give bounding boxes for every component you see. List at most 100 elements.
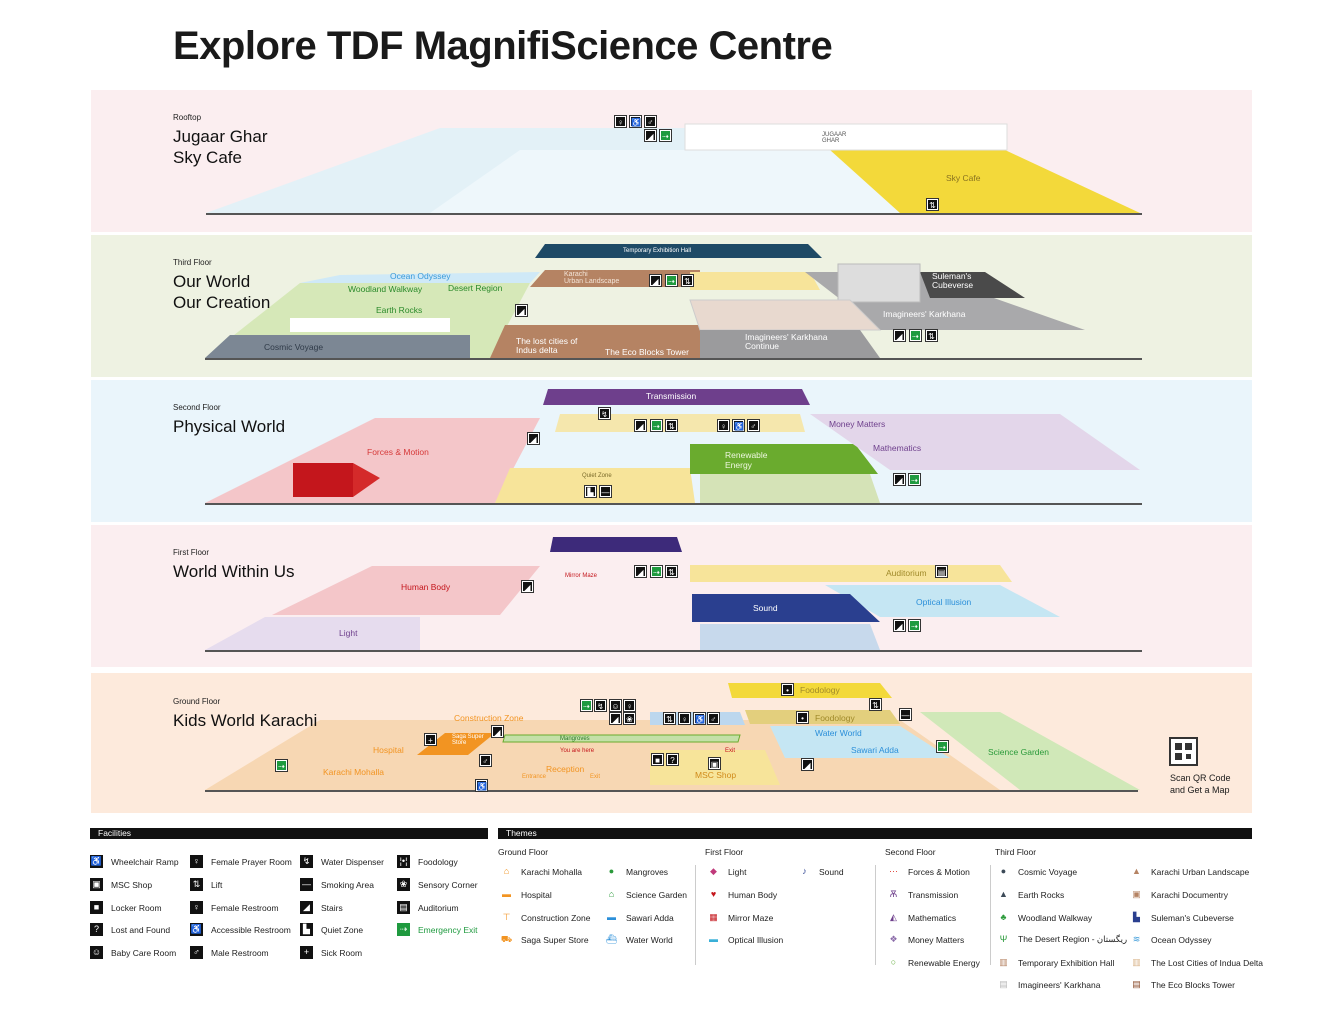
lost-found-icon: ?	[90, 923, 103, 936]
optical-illusion-area	[825, 585, 1060, 617]
female-restroom-icon: ♀	[190, 901, 203, 914]
legend-label: Lift	[211, 879, 223, 890]
money-matters-label: Money Matters	[829, 419, 886, 429]
floor-name: Physical World	[173, 417, 286, 436]
stairs-icon: ◢	[609, 712, 622, 725]
legend-item: ■Locker Room	[90, 901, 162, 914]
male-restroom-icon: ♂	[479, 754, 492, 767]
legend-label: Suleman's Cubeverse	[1151, 912, 1234, 923]
mirror-maze-icon: ▦	[709, 912, 718, 922]
legend-item: ◆Light	[707, 865, 746, 878]
legend-divider	[990, 865, 991, 965]
light-label: Light	[339, 628, 358, 638]
first-floor-roof	[550, 537, 682, 552]
woodland-walkway-label: Woodland Walkway	[348, 284, 423, 294]
legend-item: ⇢Emergency Exit	[397, 923, 478, 936]
prayer-icon: ♀	[623, 699, 636, 712]
legend-item: ❖Money Matters	[887, 933, 964, 946]
construction-icon: ⊤	[502, 912, 511, 922]
legend-label: Baby Care Room	[111, 947, 177, 958]
legend-label: Money Matters	[908, 934, 965, 945]
exit-label: Exit	[590, 774, 601, 780]
lift-icon: ⇅	[665, 419, 678, 432]
legend-label: Woodland Walkway	[1018, 912, 1093, 923]
foodology-icon: •	[781, 683, 794, 696]
stairs-icon: ◢	[893, 329, 906, 342]
accessible-restroom-icon: ♿	[732, 419, 745, 432]
legend-item: —Smoking Area	[300, 878, 374, 891]
you-are-here-marker: You are here	[560, 748, 595, 754]
legend-item: ▥The Lost Cities of Indua Delta	[1130, 956, 1263, 969]
stairs-icon: ◢	[893, 619, 906, 632]
cubeverse-area	[920, 272, 1025, 298]
legend-label: Water World	[626, 934, 673, 945]
emergency-exit-icon: ⇢	[650, 565, 663, 578]
legend-label: Auditorium	[418, 902, 459, 913]
emergency-exit-icon: ⇢	[908, 473, 921, 486]
female-restroom-icon: ♀	[678, 712, 691, 725]
male-restroom-icon: ♂	[190, 946, 203, 959]
legend-item: ▬Hospital	[500, 888, 552, 901]
reception-label: Reception	[546, 764, 585, 774]
legend-label: Transmission	[908, 889, 959, 900]
legend-item: ♀Female Prayer Room	[190, 855, 292, 868]
forces-motion-area	[205, 418, 540, 503]
water-world-area	[770, 726, 950, 758]
temp-hall-label: Temporary Exhibition Hall	[623, 248, 692, 254]
boat-icon: ⛴	[605, 934, 618, 944]
foodology-top	[728, 683, 892, 698]
hospital-icon: ▬	[502, 889, 511, 899]
legend-item: ▤Auditorium	[397, 901, 459, 914]
lift-icon: ⇅	[681, 274, 694, 287]
mangroves-label: Mangroves	[560, 736, 590, 742]
karachi-mohalla-label: Karachi Mohalla	[323, 767, 384, 777]
legend-item: ↯Water Dispenser	[300, 855, 384, 868]
legend-item: ⛟Saga Super Store	[500, 933, 589, 946]
legend-item: ▙Quiet Zone	[300, 923, 363, 936]
floor-level-first: First Floor	[173, 548, 209, 557]
legend-label: MSC Shop	[111, 879, 153, 890]
legend-item: ▙ Suleman's Cubeverse	[1130, 911, 1234, 924]
female-restroom-icon: ♀	[717, 419, 730, 432]
legend-label: Human Body	[728, 889, 778, 900]
legend-label: Sensory Corner	[418, 879, 478, 890]
sound-roof	[692, 594, 880, 622]
sensory-icon: ❀	[623, 712, 636, 725]
construction-zone-label: Construction Zone	[454, 713, 524, 723]
theme-floor-heading: Second Floor	[885, 847, 936, 857]
legend-item: ♪Sound	[798, 865, 844, 878]
cactus-icon: Ψ	[999, 934, 1008, 944]
renewable-icon: ○	[890, 957, 897, 967]
jugaar-ghar-building	[684, 123, 1008, 151]
legend-label: Sound	[819, 866, 844, 877]
legend-label: Male Restroom	[211, 947, 269, 958]
cubeverse-icon: ▙	[1133, 912, 1140, 922]
eco-blocks-icon: ▤	[1132, 979, 1141, 989]
legend-label: Forces & Motion	[908, 866, 970, 877]
legend-item: ⋯Forces & Motion	[887, 865, 970, 878]
stairs-icon: ◢	[300, 901, 313, 914]
forces-motion-label: Forces & Motion	[367, 447, 429, 457]
legend-item: ⌂Karachi Mohalla	[500, 865, 582, 878]
legend-label: Light	[728, 866, 747, 877]
stairs-icon: ◢	[634, 565, 647, 578]
legend-label: Foodology	[418, 856, 458, 867]
floor-name: Our Creation	[173, 293, 271, 312]
floor-name: Sky Cafe	[173, 148, 242, 167]
accessible-restroom-icon: ♿	[629, 115, 642, 128]
lost-found-icon: ?	[666, 753, 679, 766]
ocean-strip	[300, 272, 540, 283]
legend-item: ▥Temporary Exhibition Hall	[997, 956, 1114, 969]
legend-label: Sawari Adda	[626, 912, 674, 923]
quiet-zone-label: Quiet Zone	[582, 473, 612, 479]
lost-cities-icon: ▥	[1132, 957, 1141, 967]
legend-item: ▣Karachi Documentry	[1130, 888, 1228, 901]
legend-label: Smoking Area	[321, 879, 374, 890]
baby-care-icon: ☺	[90, 946, 103, 959]
legend-label: Karachi Documentry	[1151, 889, 1229, 900]
legend-label: Mathematics	[908, 912, 957, 923]
emergency-exit-icon: ⇢	[909, 329, 922, 342]
wheelchair-icon: ♿	[90, 855, 103, 868]
